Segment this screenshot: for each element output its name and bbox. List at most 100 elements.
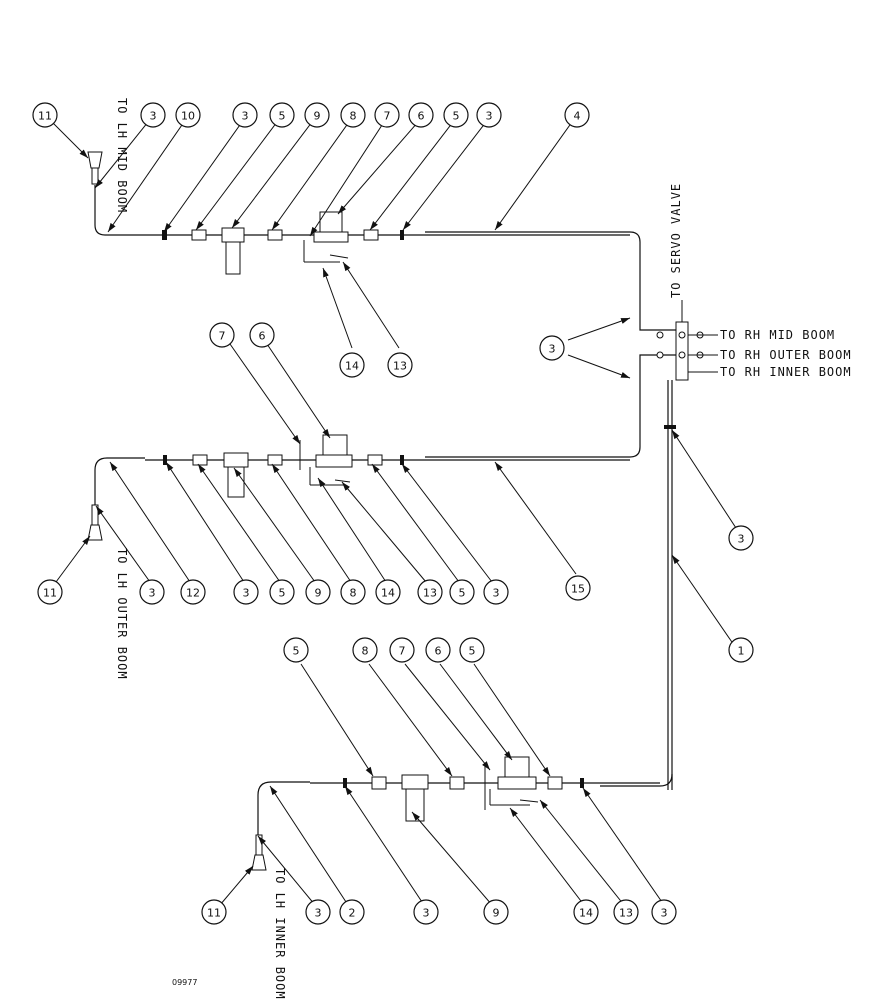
- valve-body-bottom: [497, 776, 537, 790]
- leader-t11: [51, 121, 89, 159]
- callout-number: 11: [38, 110, 52, 123]
- callout-bubble: 3: [139, 579, 165, 605]
- tube-to-manifold-1: [639, 318, 676, 331]
- callout-bubble: 7: [209, 322, 235, 348]
- bolt-top: [329, 254, 349, 259]
- leaders-top: [51, 121, 573, 349]
- callout-circle: [139, 579, 165, 605]
- leader-m11: [55, 535, 91, 583]
- callout-circle: [249, 322, 275, 348]
- callout-bubble: 9: [483, 899, 509, 925]
- leader-m15: [494, 461, 577, 575]
- callout-circle: [232, 102, 258, 128]
- clamp-mid-2: [400, 455, 404, 465]
- leader-m3b: [165, 461, 245, 583]
- callout-circle: [305, 899, 331, 925]
- callout-circle: [417, 579, 443, 605]
- callout-circle: [352, 637, 378, 663]
- callout-circle: [564, 102, 590, 128]
- callout-bubble: 5: [449, 579, 475, 605]
- callout-bubble: 2: [339, 899, 365, 925]
- callout-circle: [483, 579, 509, 605]
- callout-number: 5: [453, 110, 460, 123]
- leader-b14: [509, 807, 585, 906]
- leader-m7: [229, 343, 301, 445]
- callout-bubble: 7: [374, 102, 400, 128]
- coupler-top-5: [191, 229, 207, 241]
- clamp-bottom-2: [580, 778, 584, 788]
- callout-bubble: 6: [425, 637, 451, 663]
- callout-circle: [209, 322, 235, 348]
- tube-bottom-left-elbow: [257, 781, 310, 835]
- callout-number: 9: [315, 587, 322, 600]
- callout-circle: [340, 102, 366, 128]
- callout-circle: [140, 102, 166, 128]
- leader-m12: [109, 461, 191, 583]
- callout-bubble: 3: [539, 335, 565, 361]
- label-rh-inner-boom: TO RH INNER BOOM: [720, 365, 852, 379]
- callout-circle: [32, 102, 58, 128]
- callout-number: 3: [423, 907, 430, 920]
- leader-t5b: [369, 121, 454, 231]
- callout-bubble: 5: [283, 637, 309, 663]
- leader-m8: [271, 463, 352, 583]
- coupler-top-5b: [363, 229, 379, 241]
- callout-number: 3: [243, 587, 250, 600]
- clamp-bottom-1: [343, 778, 347, 788]
- callout-circle: [459, 637, 485, 663]
- callout-bubble: 13: [387, 352, 413, 378]
- callout-number: 13: [423, 587, 437, 600]
- callout-circle: [483, 899, 509, 925]
- callout-number: 3: [242, 110, 249, 123]
- leader-b3c: [582, 787, 665, 906]
- callout-bubble: 5: [459, 637, 485, 663]
- callout-circle: [283, 637, 309, 663]
- callout-bubble: 12: [180, 579, 206, 605]
- callout-number: 3: [315, 907, 322, 920]
- label-lh-outer-boom: TO LH OUTER BOOM: [115, 548, 129, 680]
- callout-bubble: 14: [375, 579, 401, 605]
- callout-number: 5: [279, 587, 286, 600]
- callout-number: 15: [571, 583, 585, 596]
- callout-number: 4: [574, 110, 581, 123]
- label-rh-mid-boom: TO RH MID BOOM: [720, 328, 835, 342]
- leader-m6: [266, 343, 331, 439]
- callout-circle: [565, 575, 591, 601]
- callout-number: 5: [459, 587, 466, 600]
- callout-circle: [37, 579, 63, 605]
- callout-circle: [233, 579, 259, 605]
- callout-bubble: 13: [417, 579, 443, 605]
- callout-number: 7: [399, 645, 406, 658]
- callout-bubble: 13: [613, 899, 639, 925]
- callout-bubble: 5: [269, 579, 295, 605]
- fitting-top-stem: [91, 167, 99, 185]
- leader-m9: [233, 467, 316, 583]
- fitting-mid-11: [87, 524, 103, 541]
- filter-bowl-top: [225, 241, 241, 275]
- callout-bubble: 9: [305, 579, 331, 605]
- tube-top-right-elbow: [629, 231, 641, 300]
- callout-bubble: 11: [201, 899, 227, 925]
- callout-circle: [339, 899, 365, 925]
- callout-number: 14: [579, 907, 593, 920]
- tube-to-manifold-2: [639, 354, 676, 395]
- callout-number: 5: [469, 645, 476, 658]
- callout-circle: [413, 899, 439, 925]
- callout-bubble: 7: [389, 637, 415, 663]
- callout-circle: [340, 579, 366, 605]
- callout-circle: [375, 579, 401, 605]
- coupler-top-8: [267, 229, 283, 241]
- callout-circle: [573, 899, 599, 925]
- callout-number: 8: [350, 587, 357, 600]
- label-lh-mid-boom: TO LH MID BOOM: [115, 98, 129, 213]
- leader-b5b: [473, 663, 551, 777]
- bolt-mid: [334, 479, 351, 483]
- callout-number: 12: [186, 587, 200, 600]
- clamp-mid-1: [163, 455, 167, 465]
- leader-3-upper: [567, 317, 631, 341]
- callout-bubble: 14: [573, 899, 599, 925]
- callout-number: 11: [207, 907, 221, 920]
- coupler-mid-5: [192, 454, 208, 466]
- callout-number: 3: [738, 533, 745, 546]
